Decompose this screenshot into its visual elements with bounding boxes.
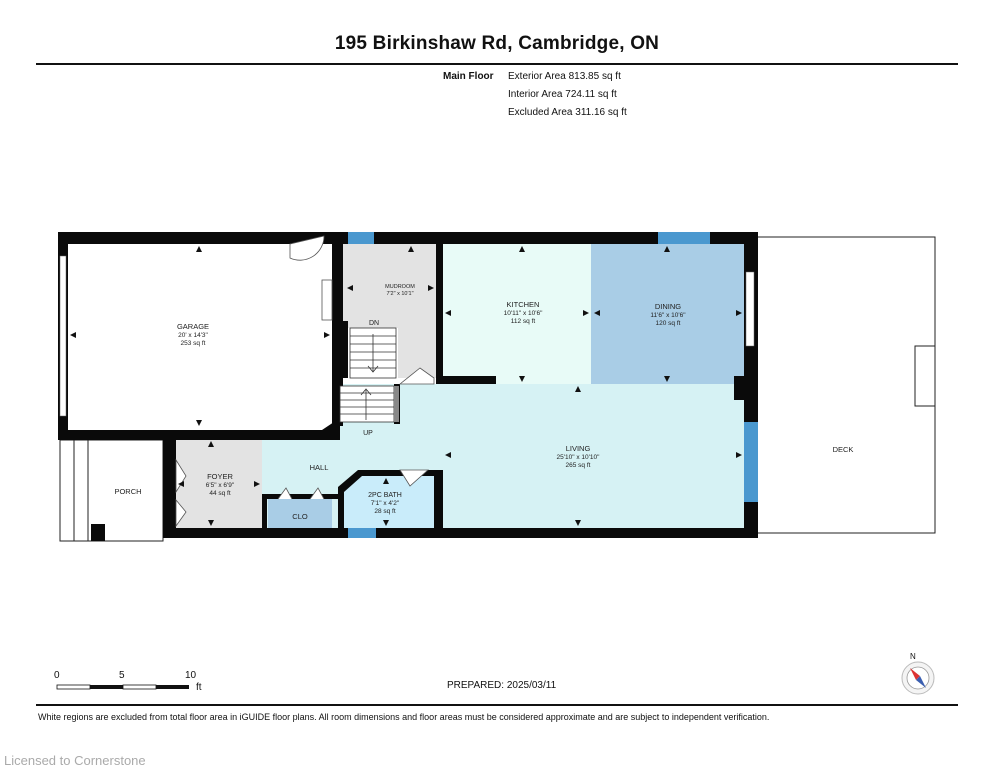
stairs-down xyxy=(349,327,397,379)
garage-name: GARAGE xyxy=(177,322,209,331)
bath-area: 28 sq ft xyxy=(374,508,396,515)
interior-area: Interior Area 724.11 sq ft xyxy=(508,89,617,100)
porch-outline xyxy=(59,439,164,542)
living-name: LIVING xyxy=(566,444,591,453)
foyer-area: 44 sq ft xyxy=(209,490,231,497)
stairs-up xyxy=(339,385,399,423)
white-windows xyxy=(59,255,755,417)
mudroom-dims: 7'2" x 10'1" xyxy=(386,291,413,297)
garage-walls xyxy=(68,244,343,440)
scale-tick-0: 0 xyxy=(54,670,60,681)
kitchen-fill xyxy=(443,244,591,384)
compass-icon: N xyxy=(901,652,935,695)
foyer-dims: 6'5" x 6'9" xyxy=(206,482,235,489)
hall-name: HALL xyxy=(310,463,329,472)
windows xyxy=(348,232,758,538)
garage-area: 253 sq ft xyxy=(181,340,206,347)
prepared-date: PREPARED: 2025/03/11 xyxy=(447,680,557,691)
scale-tick-5: 5 xyxy=(119,670,125,681)
bath-name: 2PC BATH xyxy=(368,492,402,499)
dining-dims: 11'6" x 10'6" xyxy=(650,312,686,319)
deck-outline xyxy=(757,236,936,534)
title-divider xyxy=(36,63,958,65)
scale-tick-10: 10 xyxy=(185,670,197,681)
excluded-area: Excluded Area 311.16 sq ft xyxy=(508,107,627,118)
scale-bar xyxy=(56,684,189,690)
living-area: 265 sq ft xyxy=(566,462,591,469)
kitchen-dims: 10'11" x 10'6" xyxy=(504,310,543,317)
foyer-name: FOYER xyxy=(207,472,233,481)
compass-north-label: N xyxy=(910,652,916,661)
page-title: 195 Birkinshaw Rd, Cambridge, ON xyxy=(334,33,660,54)
garage-dims: 20' x 14'3" xyxy=(178,332,208,339)
living-dims: 25'10" x 10'10" xyxy=(557,454,601,461)
dimension-arrows xyxy=(70,246,742,526)
living-fill xyxy=(398,384,744,530)
deck-name: DECK xyxy=(833,445,854,454)
floor-label: Main Floor xyxy=(443,71,494,82)
scale-unit: ft xyxy=(196,682,202,693)
porch-post xyxy=(91,524,105,541)
closet-name: CLO xyxy=(292,512,308,521)
mudroom-fill xyxy=(343,244,439,328)
deck-steps xyxy=(914,345,935,407)
dining-area: 120 sq ft xyxy=(656,320,681,327)
license-watermark: Licensed to Cornerstone xyxy=(4,753,146,768)
bath-dims: 7'1" x 4'2" xyxy=(371,500,400,507)
kitchen-name: KITCHEN xyxy=(507,300,540,309)
foyer-fill xyxy=(176,439,262,530)
mudroom-name: MUDROOM xyxy=(385,284,415,290)
closet-fill xyxy=(268,499,332,530)
kitchen-area: 112 sq ft xyxy=(511,318,536,325)
exterior-area: Exterior Area 813.85 sq ft xyxy=(508,71,621,82)
disclaimer: White regions are excluded from total fl… xyxy=(38,712,770,722)
porch-name: PORCH xyxy=(114,487,141,496)
footer-divider xyxy=(36,704,958,706)
doors xyxy=(175,235,435,528)
dining-fill xyxy=(591,244,744,384)
stairs-up-label: UP xyxy=(363,430,373,437)
bath-fill xyxy=(340,474,436,530)
stairs-down-label: DN xyxy=(369,320,379,327)
dining-name: DINING xyxy=(655,302,681,311)
